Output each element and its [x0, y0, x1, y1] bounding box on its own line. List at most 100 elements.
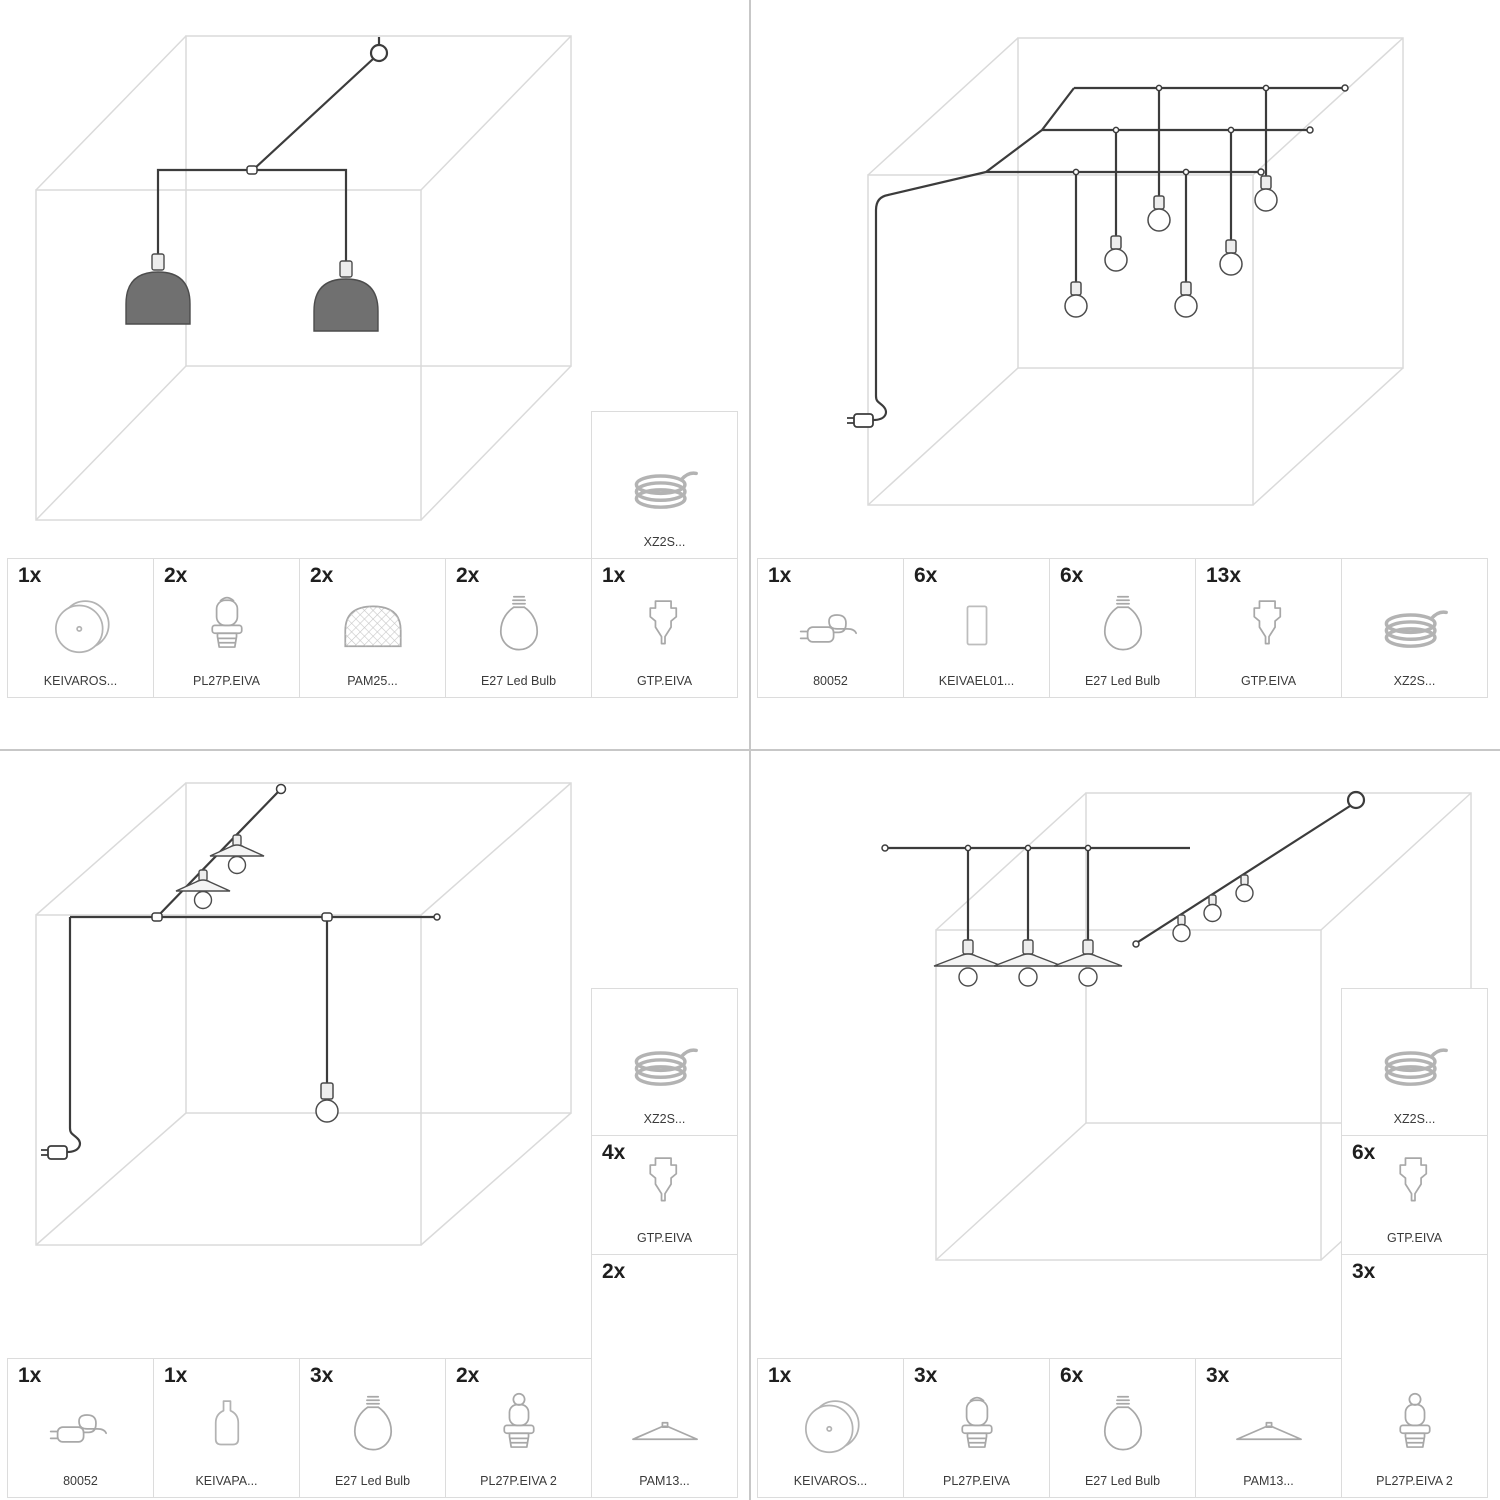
e27-bulb-icon [1084, 589, 1162, 667]
lamp-holder-icon [188, 589, 266, 667]
part-label: XZ2S... [1393, 674, 1436, 688]
part-cell-80052: 1x 80052 [757, 558, 904, 698]
cable-run [888, 790, 1366, 943]
part-label: E27 Led Bulb [480, 674, 557, 688]
room-cube [867, 37, 1404, 506]
e27-bulb-icon [1084, 1389, 1162, 1467]
part-label: GTP.EIVA [636, 1231, 693, 1245]
part-label: KEIVAEL01... [938, 674, 1015, 688]
pendant-bulb [315, 1082, 339, 1123]
plug-icon [42, 1389, 120, 1467]
lamp-holder-2-icon [1376, 1389, 1454, 1467]
lamp-holder-icon [938, 1389, 1016, 1467]
part-quantity: 1x [18, 564, 42, 587]
pendant-lamps [125, 253, 379, 332]
cable-coil-icon [1376, 1027, 1454, 1105]
part-label: PAM25... [347, 674, 398, 688]
dome-shade-icon [334, 589, 412, 667]
wall-plug [847, 413, 874, 428]
plug-icon [792, 589, 870, 667]
cable-gland-icon [1376, 1146, 1454, 1224]
cable-coil-icon [1376, 589, 1454, 667]
rect-cover-icon [938, 589, 1016, 667]
part-label: GTP.EIVA [1240, 674, 1297, 688]
part-label: E27 Led Bulb [1084, 1474, 1161, 1488]
cable-coil-icon [626, 450, 704, 528]
diagonal-bulbs [1172, 874, 1254, 943]
part-quantity: 1x [768, 1364, 792, 1387]
cable-coil-icon [626, 1027, 704, 1105]
cable-run [872, 86, 1342, 422]
part-cell-xz2s: XZ2S... [1341, 988, 1488, 1136]
cable-connectors [1072, 84, 1349, 176]
part-label: 80052 [63, 1474, 98, 1488]
part-label: PAM13... [639, 1474, 690, 1488]
part-quantity: 1x [768, 564, 792, 587]
installation-diagram-wall-plug [35, 782, 572, 1246]
part-quantity: 3x [310, 1364, 334, 1387]
ceiling-rose-icon [42, 589, 120, 667]
part-quantity: 1x [18, 1364, 42, 1387]
part-quantity: 6x [1060, 564, 1084, 587]
cable-gland-icon [626, 1146, 704, 1224]
part-label: KEIVAPA... [195, 1474, 258, 1488]
part-quantity: 1x [164, 1364, 188, 1387]
part-label: PL27P.EIVA 2 [1376, 1474, 1453, 1488]
part-quantity: 13x [1206, 564, 1242, 587]
ceiling-rose-icon [792, 1389, 870, 1467]
part-quantity: 2x [164, 564, 188, 587]
part-quantity: 6x [1060, 1364, 1084, 1387]
part-quantity: 3x [914, 1364, 938, 1387]
part-quantity: 2x [456, 1364, 480, 1387]
part-quantity: 4x [602, 1141, 626, 1164]
part-label: PL27P.EIVA [943, 1474, 1010, 1488]
part-cell-80052: 1x 80052 [7, 1358, 154, 1498]
part-quantity: 3x [1352, 1260, 1376, 1283]
part-label: PL27P.EIVA [193, 674, 260, 688]
part-quantity: 2x [602, 1260, 626, 1283]
part-quantity: 3x [1206, 1364, 1230, 1387]
room-cube [35, 35, 572, 521]
cable-run [156, 37, 389, 261]
part-label: 80052 [813, 674, 848, 688]
part-quantity: 2x [310, 564, 334, 587]
cable-connectors [881, 844, 1140, 948]
part-label: E27 Led Bulb [334, 1474, 411, 1488]
part-label: PL27P.EIVA 2 [480, 1474, 557, 1488]
part-label: XZ2S... [1393, 1112, 1436, 1126]
room-cube [35, 782, 572, 1246]
part-label: PAM13... [1243, 1474, 1294, 1488]
part-quantity: 2x [456, 564, 480, 587]
part-label: GTP.EIVA [636, 674, 693, 688]
cable-connector [246, 165, 258, 175]
part-label: KEIVAROS... [43, 674, 118, 688]
part-label: XZ2S... [643, 535, 686, 549]
part-cell-xz2s: XZ2S... [591, 988, 738, 1136]
installation-diagram-saucer-pendants [881, 790, 1472, 1261]
part-cell-xz2s: XZ2S... [591, 411, 738, 559]
diagonal-lamps [175, 834, 265, 910]
part-label: KEIVAROS... [793, 1474, 868, 1488]
